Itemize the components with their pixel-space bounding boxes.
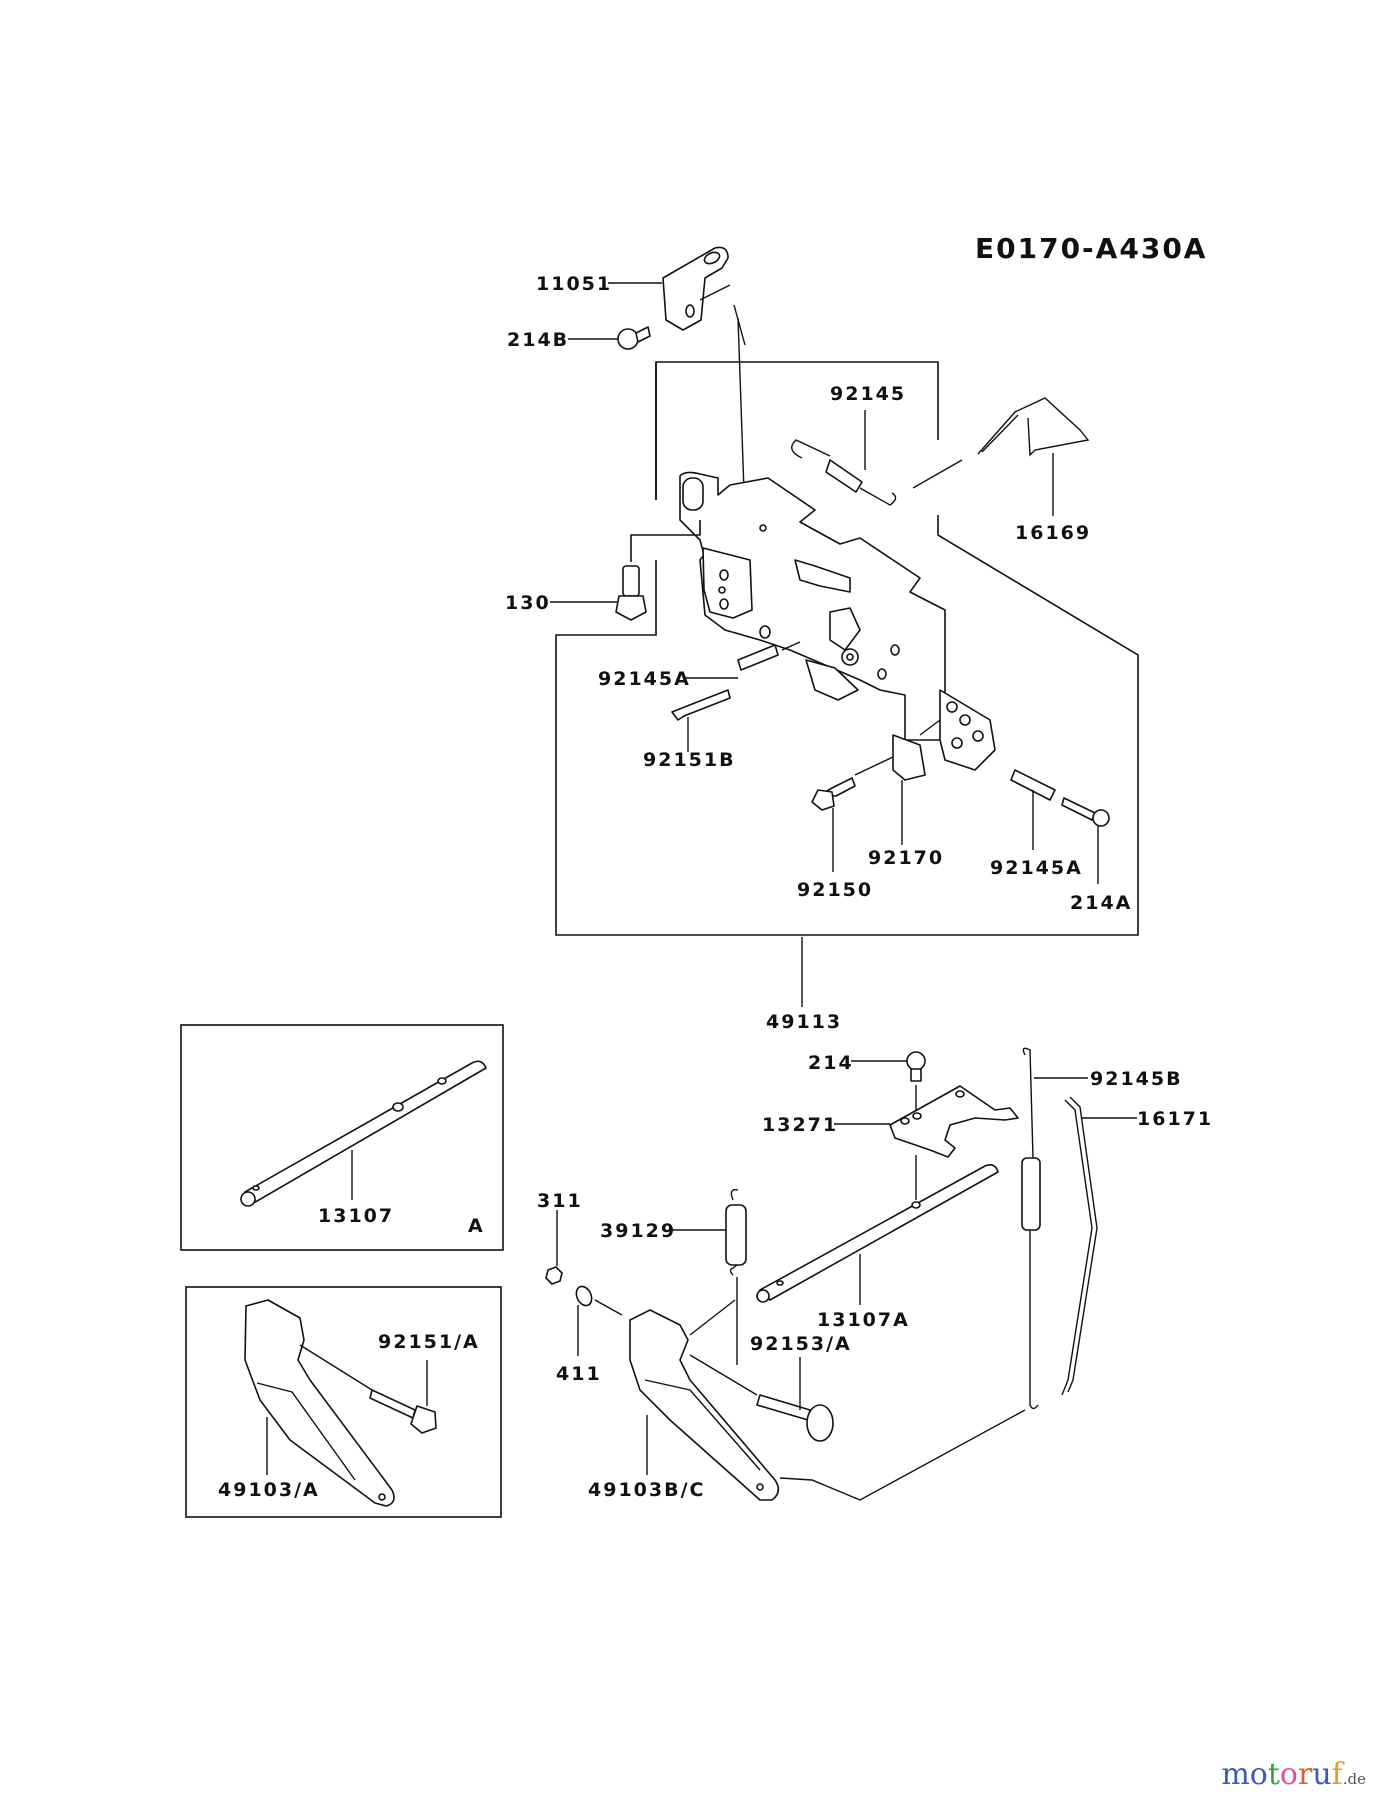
part-92153A-bolt <box>689 1354 834 1442</box>
label-16169: 16169 <box>1015 522 1091 544</box>
inset-b-box <box>185 1286 502 1518</box>
part-92145A-spring-lower <box>1010 769 1056 850</box>
label-39129: 39129 <box>600 1220 676 1242</box>
label-92145A-lower: 92145A <box>990 857 1083 879</box>
watermark-letter: f <box>1331 1757 1343 1792</box>
label-92145: 92145 <box>830 383 906 405</box>
part-92145-spring <box>790 410 963 506</box>
label-214A: 214A <box>1070 892 1132 914</box>
label-92151A: 92151/A <box>378 1331 480 1353</box>
label-13107: 13107 <box>318 1205 394 1227</box>
part-13107A-shaft <box>756 1164 999 1305</box>
part-49103BC-lever <box>629 1299 1026 1501</box>
label-16171: 16171 <box>1137 1108 1213 1130</box>
part-214A-screw <box>1061 797 1110 884</box>
diagram-reference-code: E0170-A430A <box>975 232 1207 265</box>
part-92150-bolt <box>811 777 856 872</box>
part-92145A-spring-upper <box>686 641 801 679</box>
inset-a-box <box>180 1024 504 1251</box>
watermark-letter: o <box>1279 1757 1298 1792</box>
label-49113: 49113 <box>766 1011 842 1033</box>
watermark-letter: m <box>1221 1757 1250 1792</box>
label-92150: 92150 <box>797 879 873 901</box>
label-13107A: 13107A <box>817 1309 910 1331</box>
label-214: 214 <box>808 1052 854 1074</box>
label-49103BC: 49103B/C <box>588 1479 705 1501</box>
watermark-tld: .de <box>1342 1770 1366 1788</box>
label-92153A: 92153/A <box>750 1333 852 1355</box>
label-130: 130 <box>505 592 551 614</box>
watermark-letter: u <box>1312 1757 1332 1792</box>
watermark-letter: o <box>1249 1757 1268 1792</box>
label-11051: 11051 <box>536 273 612 295</box>
part-16171-rod <box>1061 1096 1137 1396</box>
label-49103A: 49103/A <box>218 1479 320 1501</box>
part-13271-plate <box>834 1085 1019 1200</box>
label-92145A-upper: 92145A <box>598 668 691 690</box>
part-39129-spring <box>670 1189 747 1365</box>
part-214-screw <box>851 1051 926 1110</box>
part-311-nut <box>545 1210 563 1285</box>
part-92145B-spring <box>1021 1047 1088 1410</box>
part-11051-bracket <box>608 246 746 521</box>
label-411: 411 <box>556 1363 602 1385</box>
motoruf-watermark-logo: motoruf.de <box>1221 1757 1366 1792</box>
assembly-49113-outline <box>555 361 1139 936</box>
label-311: 311 <box>537 1190 583 1212</box>
part-92151B-bolt <box>671 689 731 752</box>
label-92145B: 92145B <box>1090 1068 1183 1090</box>
label-92170: 92170 <box>868 847 944 869</box>
label-92151B: 92151B <box>643 749 736 771</box>
inset-a-letter: A <box>468 1215 485 1237</box>
part-16169-wire <box>977 397 1090 516</box>
watermark-letter: r <box>1297 1757 1313 1792</box>
part-411-washer <box>575 1285 623 1356</box>
label-13271: 13271 <box>762 1114 838 1136</box>
watermark-letter: t <box>1267 1757 1280 1792</box>
part-214B-screw <box>568 326 651 350</box>
part-92170-clip <box>854 734 926 845</box>
part-130-bolt <box>550 520 701 621</box>
label-214B: 214B <box>507 329 569 351</box>
part-49113-main-bracket <box>679 471 996 771</box>
